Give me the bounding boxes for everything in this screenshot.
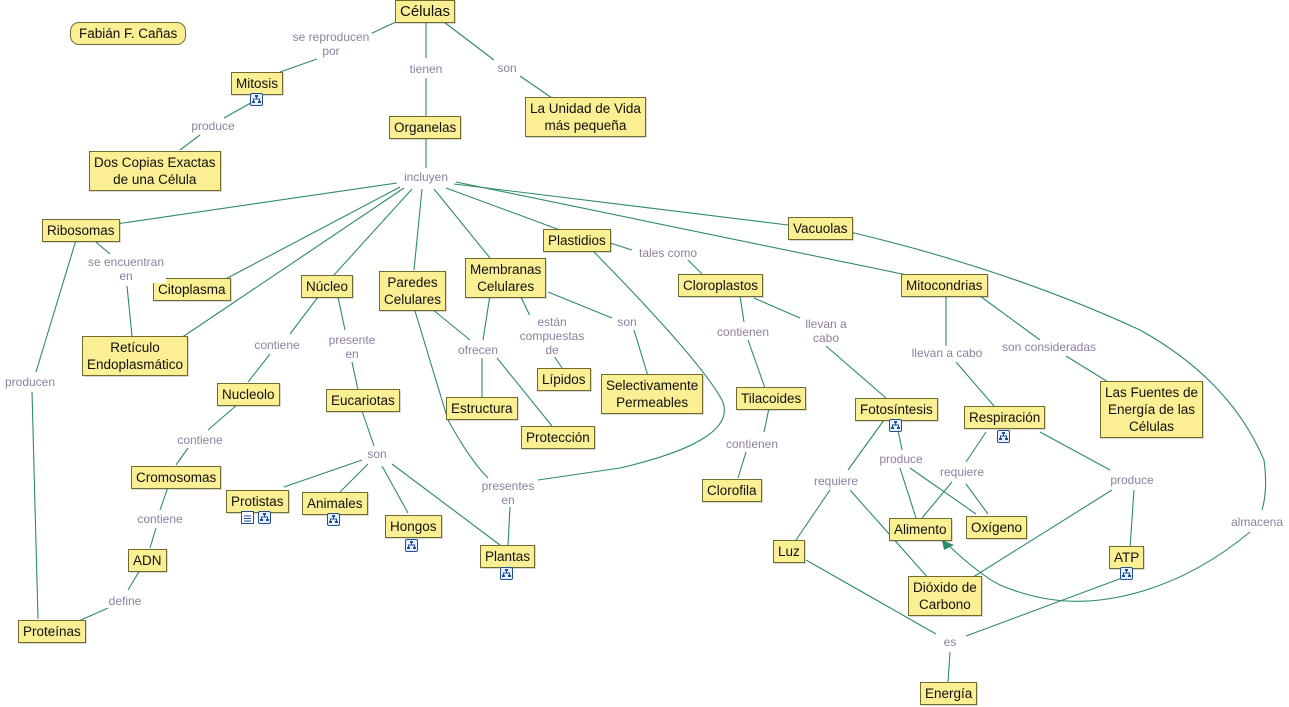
link-presentes-en: presentes en: [479, 479, 537, 507]
link-producen: producen: [2, 375, 58, 389]
link-incluyen: incluyen: [401, 170, 451, 184]
link-se-reproducen-por: se reproducen por: [290, 30, 372, 58]
concept-reticulo[interactable]: Retículo Endoplasmático: [82, 336, 189, 376]
concept-proteinas[interactable]: Proteínas: [18, 620, 86, 643]
arrowhead-icon: [942, 540, 954, 550]
concept-dos-copias[interactable]: Dos Copias Exactas de una Célula: [89, 151, 221, 191]
concept-celulas[interactable]: Células: [395, 0, 456, 23]
concept-respiracion[interactable]: Respiración: [964, 406, 1046, 429]
link-llevan-a-cabo: llevan a cabo: [909, 346, 985, 360]
link-contiene: contiene: [175, 433, 225, 447]
concept-tilacoides[interactable]: Tilacoides: [736, 387, 807, 410]
concept-ribosomas[interactable]: Ribosomas: [42, 219, 120, 242]
link-llevan-a-cabo: llevan a cabo: [803, 317, 849, 345]
link-estan-compuestas-de: están compuestas de: [517, 315, 587, 357]
concept-alimento[interactable]: Alimento: [889, 518, 952, 541]
link-ofrecen: ofrecen: [455, 343, 501, 357]
link-son: son: [615, 315, 639, 329]
concept-luz[interactable]: Luz: [773, 540, 805, 563]
concept-plastidios[interactable]: Plastidios: [543, 229, 611, 252]
link-contienen: contienen: [714, 325, 772, 339]
concept-mitocondrias[interactable]: Mitocondrias: [901, 274, 988, 297]
link-presente-en: presente en: [326, 333, 378, 361]
concept-proteccion[interactable]: Protección: [521, 426, 595, 449]
link-se-encuentran-en: se encuentran en: [85, 255, 167, 283]
concept-map-icon[interactable]: [997, 430, 1010, 443]
link-contiene: contiene: [252, 338, 302, 352]
concept-cromosomas[interactable]: Cromosomas: [131, 466, 222, 489]
concept-plantas[interactable]: Plantas: [480, 545, 536, 568]
link-son: son: [495, 61, 519, 75]
concept-map-icon[interactable]: [889, 419, 902, 432]
link-tales-como: tales como: [636, 246, 700, 260]
concept-dioxido[interactable]: Dióxido de Carbono: [908, 576, 982, 616]
concept-mitosis[interactable]: Mitosis: [231, 72, 284, 95]
link-produce: produce: [189, 119, 237, 133]
concept-unidad-vida[interactable]: La Unidad de Vida más pequeña: [525, 97, 646, 137]
link-requiere: requiere: [937, 465, 987, 479]
author-label: Fabián F. Cañas: [70, 22, 187, 45]
concept-eucariotas[interactable]: Eucariotas: [326, 389, 400, 412]
concept-map-icon[interactable]: [405, 539, 418, 552]
concept-atp[interactable]: ATP: [1109, 546, 1145, 569]
concept-estructura[interactable]: Estructura: [446, 397, 518, 420]
concept-energia[interactable]: Energía: [920, 682, 978, 705]
concept-fotosintesis[interactable]: Fotosíntesis: [855, 398, 938, 421]
concept-citoplasma[interactable]: Citoplasma: [153, 278, 231, 301]
link-contienen: contienen: [723, 437, 781, 451]
concept-map-icon[interactable]: [1120, 567, 1133, 580]
concept-oxigeno[interactable]: Oxígeno: [966, 516, 1028, 539]
concept-lipidos[interactable]: Lípidos: [537, 368, 591, 391]
concept-nucleolo[interactable]: Nucleolo: [217, 383, 280, 406]
concept-nucleo[interactable]: Núcleo: [301, 275, 354, 298]
concept-fuentes-energia[interactable]: Las Fuentes de Energía de las Células: [1100, 381, 1204, 438]
link-tienen: tienen: [407, 62, 445, 76]
link-produce: produce: [1108, 473, 1156, 487]
concept-map-icon[interactable]: [258, 511, 271, 524]
concept-hongos[interactable]: Hongos: [385, 515, 442, 538]
document-icon[interactable]: [241, 511, 254, 524]
concept-membranas[interactable]: Membranas Celulares: [465, 258, 547, 298]
link-requiere: requiere: [811, 474, 861, 488]
link-define: define: [106, 594, 144, 608]
concept-map-icon[interactable]: [327, 513, 340, 526]
link-son: son: [365, 447, 389, 461]
concept-paredes[interactable]: Paredes Celulares: [379, 271, 447, 311]
concept-selectivamente[interactable]: Selectivamente Permeables: [601, 374, 704, 414]
concept-map-icon[interactable]: [500, 567, 513, 580]
concept-cloroplastos[interactable]: Cloroplastos: [678, 274, 764, 297]
link-almacena: almacena: [1228, 515, 1286, 529]
concept-vacuolas[interactable]: Vacuolas: [788, 217, 853, 240]
concept-adn[interactable]: ADN: [128, 549, 167, 572]
concept-organelas[interactable]: Organelas: [389, 116, 462, 139]
concept-map-icon[interactable]: [250, 93, 263, 106]
link-contiene: contiene: [135, 512, 185, 526]
link-produce: produce: [877, 452, 925, 466]
link-son-consideradas: son consideradas: [999, 340, 1099, 354]
concept-animales[interactable]: Animales: [302, 492, 368, 515]
link-es: es: [941, 635, 959, 649]
concept-clorofila[interactable]: Clorofila: [702, 479, 762, 502]
concept-protistas[interactable]: Protistas: [226, 490, 289, 513]
